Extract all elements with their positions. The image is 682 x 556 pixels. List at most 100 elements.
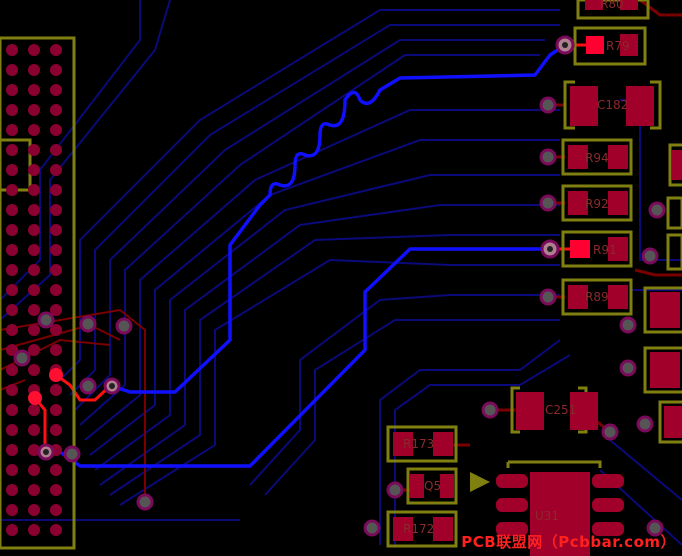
via	[539, 96, 557, 114]
label-q5: Q5	[424, 479, 441, 493]
header-pad	[28, 424, 40, 436]
header-pad	[50, 44, 62, 56]
header-pad	[50, 464, 62, 476]
header-pad	[50, 244, 62, 256]
header-pad	[6, 44, 18, 56]
header-pad	[6, 224, 18, 236]
header-pad	[6, 144, 18, 156]
header-pad	[6, 264, 18, 276]
via	[136, 493, 154, 511]
header-pad	[6, 524, 18, 536]
header-pad	[50, 484, 62, 496]
header-pad	[6, 184, 18, 196]
header-pad	[50, 204, 62, 216]
header-pad	[28, 504, 40, 516]
via	[363, 519, 381, 537]
header-pad	[28, 344, 40, 356]
header-pad	[50, 324, 62, 336]
via	[79, 377, 97, 395]
header-pad	[28, 64, 40, 76]
header-pad	[50, 164, 62, 176]
header-pad	[6, 124, 18, 136]
via	[539, 288, 557, 306]
header-pad	[28, 464, 40, 476]
via	[539, 194, 557, 212]
top-blue-traces	[46, 43, 566, 468]
header-pad	[6, 304, 18, 316]
label-r92: R92	[585, 197, 609, 211]
via	[648, 201, 666, 219]
via	[539, 148, 557, 166]
header-pad	[50, 504, 62, 516]
label-r89: R89	[585, 290, 609, 304]
header-pad	[6, 384, 18, 396]
header-pad	[6, 64, 18, 76]
via	[481, 401, 499, 419]
header-pad	[50, 264, 62, 276]
header-pad	[6, 164, 18, 176]
header-pad	[28, 284, 40, 296]
header-pad	[6, 244, 18, 256]
label-c182: C182	[597, 98, 628, 112]
header-pad	[6, 104, 18, 116]
via	[641, 247, 659, 265]
header-pad	[28, 324, 40, 336]
header-pad	[28, 104, 40, 116]
via	[601, 423, 619, 441]
header-pad	[28, 404, 40, 416]
header-pad	[50, 304, 62, 316]
via	[63, 445, 81, 463]
via	[619, 359, 637, 377]
header-pad	[50, 524, 62, 536]
highlighted-pads	[570, 36, 604, 258]
header-pad	[28, 224, 40, 236]
header-pad	[28, 144, 40, 156]
q5-polarity-marker	[470, 472, 490, 492]
header-pad	[28, 204, 40, 216]
label-r172: R172	[403, 522, 434, 536]
designator-labels: R80 R79 C182 R94 R92 R91 R89 C251 R173 Q…	[403, 0, 630, 536]
header-pad	[28, 304, 40, 316]
header-pad	[28, 364, 40, 376]
header-pad	[50, 64, 62, 76]
label-r80: R80	[600, 0, 624, 11]
header-pad	[6, 444, 18, 456]
header-pad	[28, 84, 40, 96]
header-pad	[6, 484, 18, 496]
via	[13, 349, 31, 367]
header-pad	[28, 524, 40, 536]
header-pad	[6, 424, 18, 436]
header-pad	[50, 404, 62, 416]
via	[646, 519, 664, 537]
label-r91: R91	[593, 243, 617, 257]
header-pad	[50, 284, 62, 296]
header-pad	[6, 284, 18, 296]
header-pad	[50, 84, 62, 96]
watermark: PCB联盟网（Pcbbar.com）	[461, 533, 676, 551]
header-pad	[50, 184, 62, 196]
header-pad	[6, 324, 18, 336]
header-pad	[6, 364, 18, 376]
header-pad	[50, 344, 62, 356]
header-pad	[28, 244, 40, 256]
via	[115, 317, 133, 335]
via	[619, 316, 637, 334]
header-pad	[28, 44, 40, 56]
label-c251: C251	[545, 403, 576, 417]
header-pad	[50, 144, 62, 156]
label-u31: U31	[535, 509, 559, 523]
header-pad	[28, 124, 40, 136]
header-pad	[50, 224, 62, 236]
component-pads	[393, 0, 682, 556]
label-r173: R173	[403, 437, 434, 451]
header-pad	[50, 104, 62, 116]
header-pad	[6, 84, 18, 96]
header-pad	[28, 484, 40, 496]
header-pad	[6, 204, 18, 216]
header-pad	[6, 464, 18, 476]
header-pad	[50, 424, 62, 436]
via	[79, 315, 97, 333]
header-pad	[28, 164, 40, 176]
